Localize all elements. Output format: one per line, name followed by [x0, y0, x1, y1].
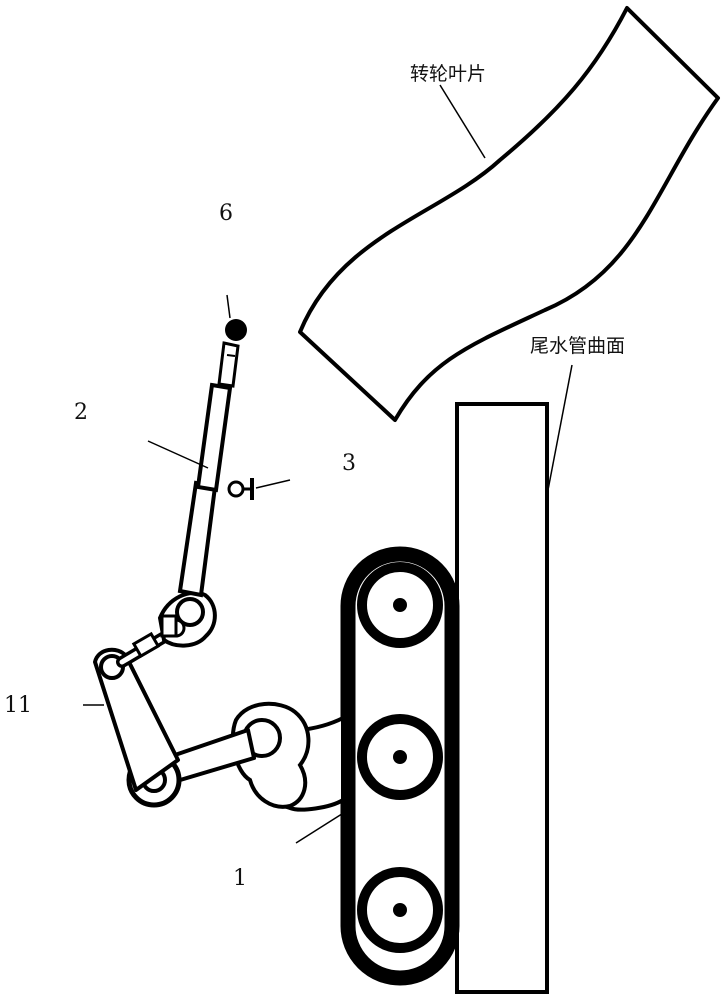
runner-blade-leader	[440, 85, 485, 158]
runner-blade	[300, 8, 718, 420]
callout-1-label: 1	[233, 866, 247, 891]
draft-tube-leader	[548, 365, 572, 490]
callout-1-leader	[296, 812, 345, 843]
probe-tip	[225, 319, 247, 341]
callout-11-label: 11	[4, 693, 32, 718]
callout-2-leader	[148, 441, 208, 468]
callout-6-label: 6	[219, 201, 233, 226]
connector-rods	[122, 634, 166, 662]
callout-3-label: 3	[342, 451, 356, 476]
side-sensor	[229, 478, 252, 500]
runner-blade-label: 转轮叶片	[410, 63, 486, 85]
draft-tube-surface	[457, 404, 547, 992]
crawler-track	[348, 554, 452, 978]
telescopic-rod	[180, 343, 238, 595]
draft-tube-label: 尾水管曲面	[530, 335, 625, 357]
universal-joint	[160, 593, 215, 646]
callout-6-leader	[227, 295, 230, 318]
callout-3-leader	[256, 480, 290, 488]
callout-2-label: 2	[74, 400, 88, 425]
